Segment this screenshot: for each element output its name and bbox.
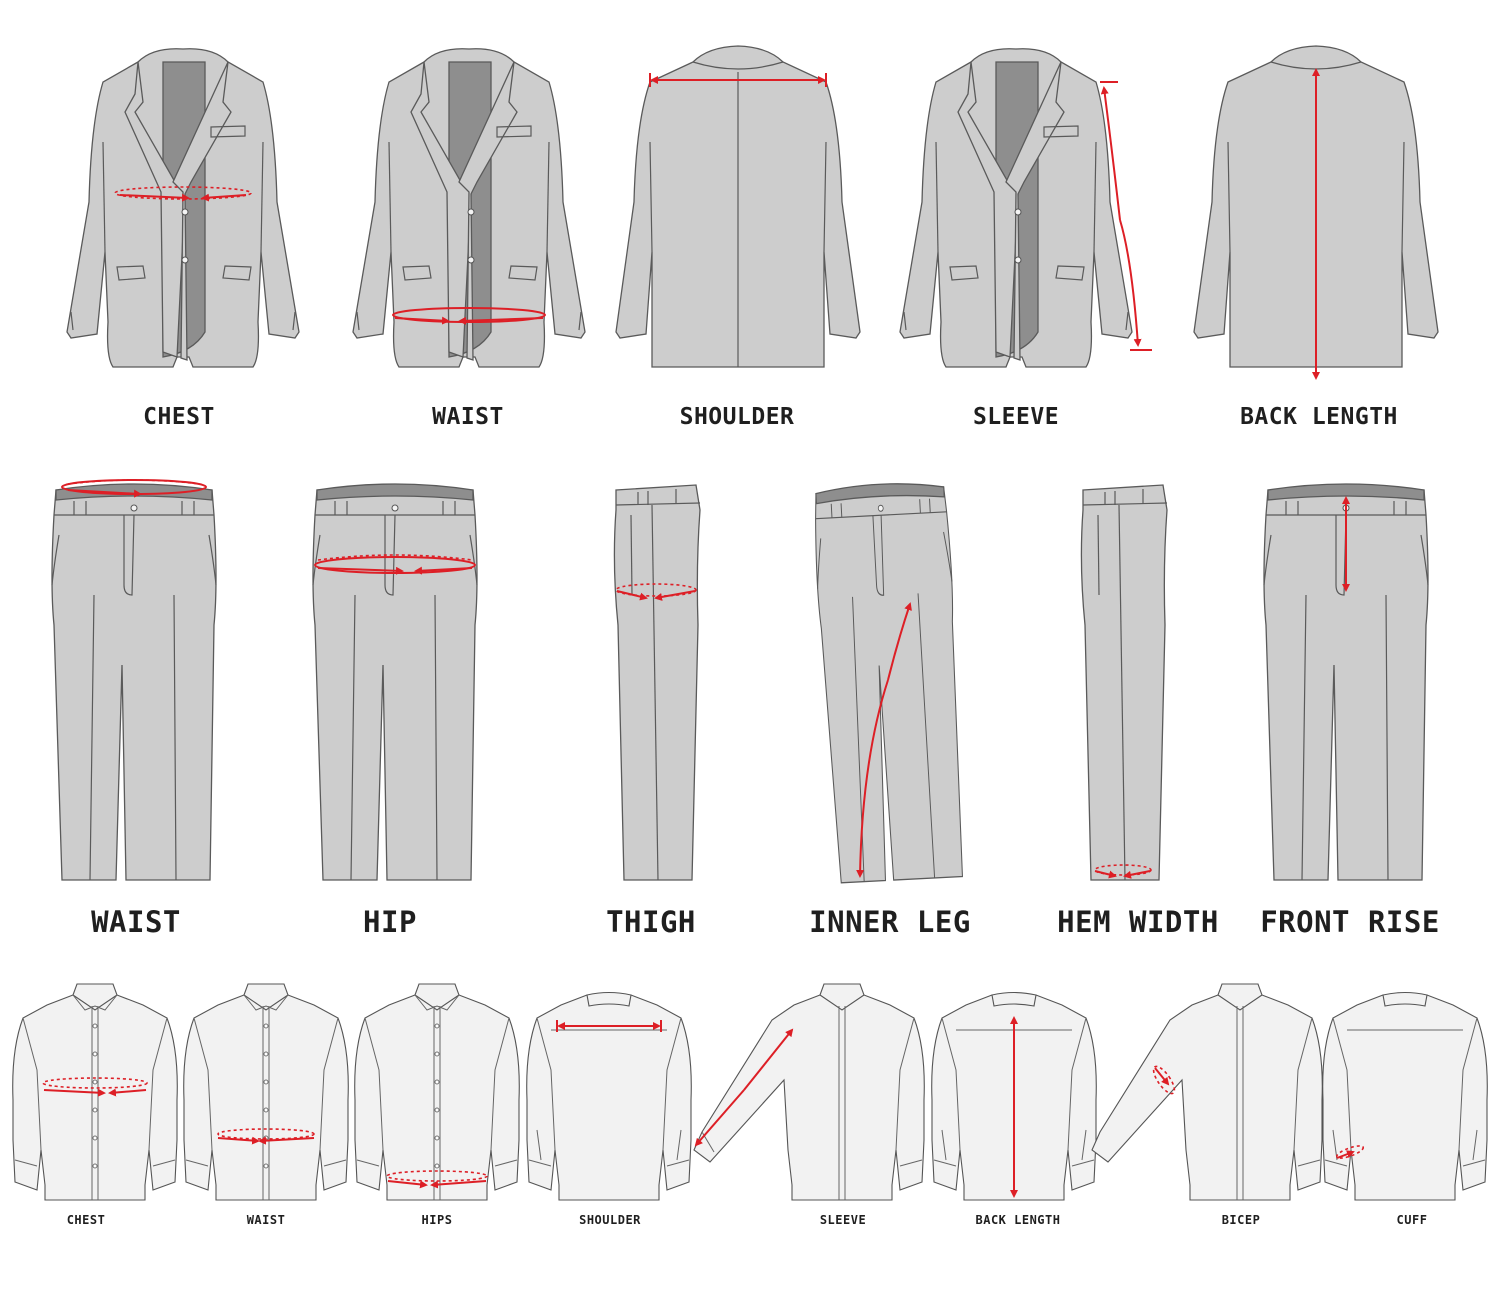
shirt-cuff-label: CUFF bbox=[1396, 1213, 1428, 1227]
trouser-hem-width bbox=[1080, 484, 1168, 881]
shirt-back-length-label: BACK LENGTH bbox=[975, 1213, 1061, 1227]
shirt-waist bbox=[183, 983, 349, 1201]
trouser-hem-width-label: HEM WIDTH bbox=[1057, 905, 1219, 939]
shirt-chest bbox=[12, 983, 178, 1201]
trouser-thigh bbox=[613, 484, 701, 881]
trouser-hip bbox=[312, 483, 478, 881]
shirt-sleeve bbox=[693, 983, 925, 1201]
shirt-hips bbox=[354, 983, 520, 1201]
shirt-sleeve-label: SLEEVE bbox=[819, 1213, 867, 1227]
jacket-waist-label: WAIST bbox=[432, 404, 504, 430]
jacket-shoulder-label: SHOULDER bbox=[679, 404, 795, 430]
jacket-sleeve bbox=[899, 48, 1152, 368]
shirt-bicep-label: BICEP bbox=[1221, 1213, 1261, 1227]
shirt-chest-label: CHEST bbox=[66, 1213, 106, 1227]
jacket-chest-label: CHEST bbox=[143, 404, 215, 430]
trouser-thigh-label: THIGH bbox=[606, 905, 696, 939]
jacket-waist bbox=[352, 48, 586, 368]
shirt-shoulder-label: SHOULDER bbox=[579, 1213, 641, 1227]
shirt-shoulder bbox=[526, 991, 692, 1201]
trouser-waist bbox=[51, 479, 217, 881]
trouser-front-rise-label: FRONT RISE bbox=[1260, 905, 1440, 939]
shirt-cuff bbox=[1322, 991, 1488, 1201]
jacket-chest bbox=[66, 48, 300, 368]
jacket-back-length-label: BACK LENGTH bbox=[1240, 404, 1398, 430]
trouser-inner-leg-label: INNER LEG bbox=[809, 905, 971, 939]
shirt-hips-label: HIPS bbox=[421, 1213, 453, 1227]
jacket-shoulder bbox=[615, 45, 861, 368]
jacket-sleeve-label: SLEEVE bbox=[972, 404, 1060, 430]
trouser-waist-label: WAIST bbox=[91, 905, 181, 939]
shirt-back-length bbox=[931, 991, 1097, 1201]
trouser-inner-leg bbox=[811, 480, 969, 884]
shirt-waist-label: WAIST bbox=[246, 1213, 286, 1227]
shirt-bicep bbox=[1091, 983, 1323, 1201]
jacket-back-length bbox=[1193, 45, 1439, 380]
trouser-hip-label: HIP bbox=[363, 905, 417, 939]
trouser-front-rise bbox=[1263, 483, 1429, 881]
